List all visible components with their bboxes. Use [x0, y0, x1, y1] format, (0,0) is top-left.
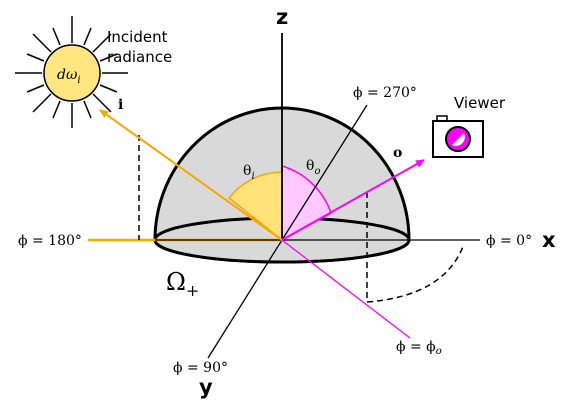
outgoing-vector-label: o [393, 145, 402, 161]
phi-270-line [281, 104, 368, 241]
hemisphere-label: Ω+ [166, 268, 199, 300]
phi-0-label: ϕ = 0° [486, 233, 532, 249]
y-axis-label: y [199, 375, 213, 399]
phi-90-label: ϕ = 90° [173, 360, 228, 376]
z-axis-label: z [276, 5, 288, 29]
outgoing-vector [281, 159, 425, 241]
theta-o-label: θo [306, 158, 320, 177]
incident-vector [99, 109, 283, 241]
phi-180-label: ϕ = 180° [18, 233, 82, 249]
sun-icon [15, 16, 128, 128]
incident-vector-label: i [118, 97, 123, 113]
phi-o-line [281, 239, 411, 339]
camera-icon [432, 115, 484, 158]
phi-o-label: ϕ = ϕo [396, 339, 442, 357]
theta-i-wedge [227, 171, 283, 242]
theta-i-label: θi [243, 163, 255, 182]
sun-solid-angle-label: dωi [57, 67, 81, 86]
incident-caption-line1: Incident [107, 28, 168, 46]
y-axis [207, 239, 283, 359]
x-axis-label: x [542, 228, 556, 252]
phi-270-label: ϕ = 270° [353, 85, 417, 101]
incident-caption-line2: radiance [107, 48, 172, 66]
viewer-caption: Viewer [454, 94, 506, 112]
